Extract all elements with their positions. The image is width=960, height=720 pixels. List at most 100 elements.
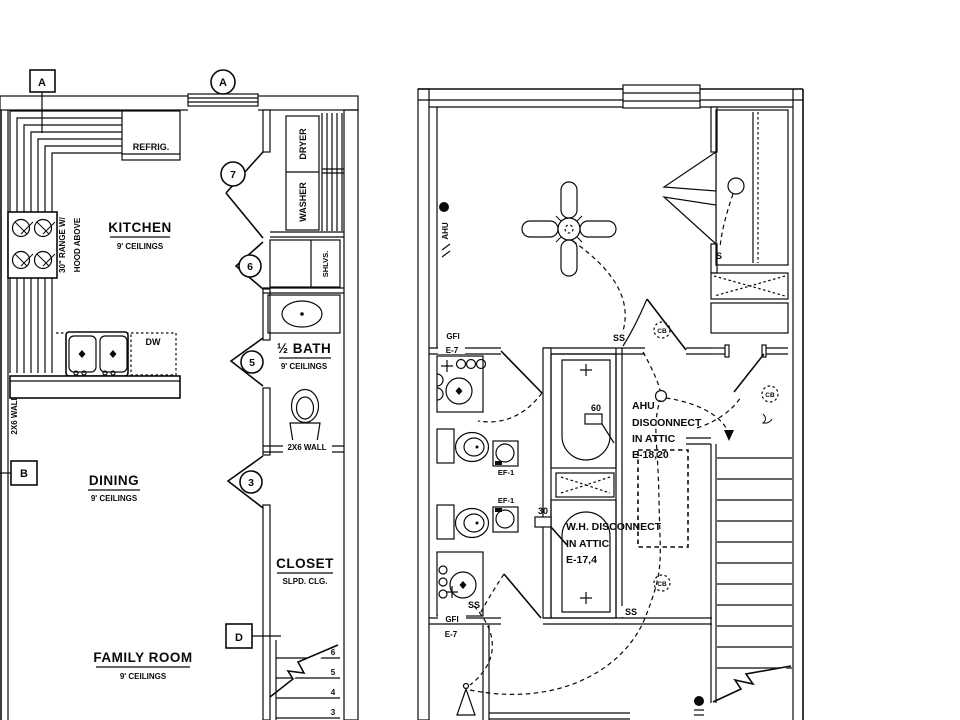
circuit-e7-top: E-7	[446, 346, 459, 355]
door-3-number: 3	[248, 477, 254, 489]
section-marker-a-circle: A	[210, 69, 236, 95]
gfi-label-top: GFI	[446, 332, 459, 341]
bathtub-lower	[561, 511, 611, 613]
door-5-number: 5	[249, 357, 255, 369]
upper-bath-door-leaf	[500, 350, 543, 394]
wire-junction-to-stairs	[665, 397, 730, 435]
closet-label: CLOSET	[276, 556, 334, 571]
stairs-left-plan: 6 5 4 3	[269, 640, 340, 720]
wh-note-line1: W.H. DISCONNECT	[566, 521, 662, 533]
closet-light	[727, 177, 745, 195]
half-bath-ceiling-note: 9' CEILINGS	[281, 362, 328, 371]
smoke-detector	[694, 696, 704, 716]
switch-ss-bottom: SS	[468, 600, 480, 610]
shelves-label: SHLVS.	[321, 251, 330, 278]
window-right-plan	[622, 84, 701, 109]
wh-note-line2: IN ATTIC	[566, 538, 610, 550]
shelf-closet: SHLVS.	[269, 231, 344, 288]
right-plan-exterior-walls	[417, 88, 804, 720]
cb-lower-label: CB	[657, 581, 667, 588]
vanity-bottom	[436, 551, 484, 617]
lower-bath-door-leaf	[503, 573, 542, 619]
door-3: 3	[226, 455, 264, 509]
door-6-number: 6	[247, 261, 253, 273]
marker-a-circle-label: A	[219, 77, 227, 89]
hall-lower-wall: SS	[543, 606, 712, 625]
marker-a-box-label: A	[38, 77, 46, 89]
party-wall	[417, 88, 430, 720]
exhaust-fan-bottom: EF-1	[492, 496, 519, 533]
wall-2x6-label-horizontal: 2X6 WALL	[287, 443, 326, 452]
wh-note-line3: E-17,4	[566, 554, 597, 566]
right-floor-plan: AHU SS CB	[417, 84, 804, 720]
closet-ceiling-note: SLPD. CLG.	[283, 577, 328, 586]
stair-number-5: 5	[331, 668, 336, 677]
refrigerator: REFRIG.	[121, 110, 181, 161]
shelf-box	[710, 302, 789, 334]
exhaust-fan-top: EF-1	[492, 440, 519, 477]
wh-disconnect-note: W.H. DISCONNECT IN ATTIC E-17,4	[566, 521, 662, 566]
wire-into-junction	[642, 351, 661, 391]
closet-door-leaf-upper	[662, 150, 717, 192]
tub-heat-60: 60	[591, 403, 601, 413]
cb-symbol-hall: CB	[653, 321, 671, 339]
bedroom-door	[622, 298, 687, 351]
wh-disconnect-switch: 30	[534, 506, 568, 546]
stairs-right-plan	[686, 437, 792, 703]
range-burners	[11, 218, 56, 270]
refrigerator-label: REFRIG.	[133, 142, 170, 152]
linen-between-tubs	[555, 472, 615, 498]
pendant-light	[456, 682, 476, 716]
range-label-line1: 30" RANGE W/	[58, 216, 67, 273]
toilet	[289, 388, 321, 443]
wire-fan-to-switch	[572, 240, 626, 332]
ahu-note-line1: AHU	[632, 400, 655, 412]
heat-30-label: 30	[538, 506, 548, 516]
cb-closet-label: CB	[765, 392, 775, 399]
ceiling-fan	[521, 181, 617, 277]
ahu-disconnect-note: AHU DISCONNECT IN ATTIC E-18,20	[632, 389, 702, 461]
dining-label: DINING	[89, 473, 139, 488]
interior-wall	[262, 109, 271, 720]
wire-arrow-down	[724, 430, 734, 441]
left-floor-plan: A A 2X6 WALL B REFRI	[0, 69, 359, 720]
wire-switch-to-pendant	[469, 605, 493, 686]
tub-column: 60	[542, 347, 623, 619]
stair-number-3: 3	[331, 708, 336, 717]
exhaust-fan-bottom-label: EF-1	[498, 496, 514, 505]
family-room-ceiling-note: 9' CEILINGS	[120, 672, 167, 681]
hall-door	[696, 344, 788, 429]
upper-bath: GFI E-7 EF-1	[436, 332, 543, 477]
vanity-top	[436, 355, 487, 413]
ahu-note-line2: DISCONNECT	[632, 417, 702, 429]
ahu-tag-label: AHU	[441, 222, 450, 240]
wire-pendant-long-run	[469, 399, 661, 695]
double-sink	[65, 331, 129, 377]
ahu-wall-tag: AHU	[439, 202, 451, 258]
window-a	[187, 90, 259, 112]
bedroom-south-wall	[429, 347, 712, 355]
bedroom-closet: S	[662, 106, 789, 274]
switch-ss-hall: SS	[625, 607, 637, 617]
laundry-closet: DRYER WASHER	[285, 113, 344, 231]
ahu-note-line4: E-18,20	[632, 449, 669, 461]
stair-number-4: 4	[331, 688, 336, 697]
section-marker-a-box: A	[29, 69, 56, 133]
marker-d-label: D	[235, 632, 243, 644]
section-marker-b-box: B	[0, 460, 38, 486]
stair-number-6: 6	[331, 648, 336, 657]
toilet-bottom	[436, 504, 490, 540]
linen-shelf-upper	[710, 272, 789, 300]
half-bath-label: ½ BATH	[277, 341, 332, 356]
cb-symbol-closet: CB	[761, 385, 779, 424]
range: 30" RANGE W/ HOOD ABOVE	[7, 211, 82, 279]
attic-unit-dashed	[637, 449, 689, 548]
dishwasher-label: DW	[146, 337, 161, 347]
upper-bath-door-swing	[477, 392, 543, 423]
dryer-label: DRYER	[298, 128, 308, 160]
lavatory-nook	[263, 287, 344, 334]
bath-wall-2x6: 2X6 WALL	[263, 440, 344, 453]
kitchen-ceiling-note: 9' CEILINGS	[117, 242, 164, 251]
closet-door-leaf-lower	[662, 196, 717, 246]
